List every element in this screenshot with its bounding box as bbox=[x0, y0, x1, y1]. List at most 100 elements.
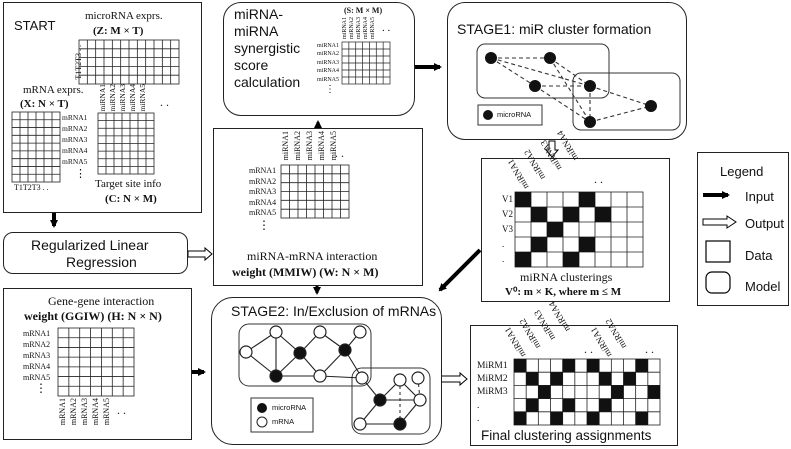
final-row-label: MiRM1 bbox=[477, 361, 508, 371]
stage2-mrna-node bbox=[313, 325, 327, 339]
target-site-dim: (C: N × M) bbox=[105, 193, 157, 205]
mmiw-row-vdots: ⋮ bbox=[258, 218, 270, 232]
synergy-row-label: miRNA3 bbox=[317, 59, 340, 66]
target-row-label: mRNA3 bbox=[62, 135, 88, 144]
stage1-node bbox=[485, 52, 497, 64]
filled-cell bbox=[635, 411, 648, 425]
regression-line2: Regression bbox=[66, 254, 137, 270]
stage1-cluster-a bbox=[476, 43, 610, 99]
stage2-mrna-node bbox=[393, 373, 407, 387]
mmiw-row-label: mRNA1 bbox=[249, 166, 277, 175]
filled-cell bbox=[526, 372, 539, 386]
filled-cell bbox=[562, 398, 575, 412]
filled-cell bbox=[514, 411, 527, 425]
legend-model-label: Model bbox=[745, 279, 781, 294]
target-row-labels: mRNA1 mRNA2 mRNA3 mRNA4 mRNA5 bbox=[62, 112, 87, 167]
stage1-node bbox=[529, 80, 541, 92]
arrow-clusterings-to-stage2 bbox=[438, 248, 482, 292]
ggiw-row-labels: mRNA1 mRNA2 mRNA3 mRNA4 mRNA5 bbox=[23, 328, 50, 383]
regression-line1: Regularized Linear bbox=[31, 237, 149, 253]
filled-cell bbox=[611, 385, 624, 399]
final-caption: Final clustering assignments bbox=[481, 428, 652, 443]
stage2-mirna-node bbox=[373, 393, 387, 407]
filled-cell bbox=[647, 385, 660, 399]
start-title: START bbox=[14, 18, 56, 33]
clusterings-line2: V⁰: m × K, where m ≤ M bbox=[505, 286, 622, 298]
clusterings-row-label: V2 bbox=[502, 209, 513, 219]
stage2-mrna-node bbox=[313, 369, 327, 383]
clusterings-row-label: V3 bbox=[502, 224, 513, 234]
mrna-time-labels: T1T2T3 . . bbox=[14, 183, 49, 192]
stage2-mirna-node bbox=[393, 417, 407, 431]
ggiw-title-line1: Gene-gene interaction bbox=[48, 294, 155, 308]
legend-output-label: Output bbox=[745, 216, 785, 231]
mmiw-row-label: mRNA4 bbox=[249, 197, 277, 207]
output-arrow-regression-to-mmiw bbox=[187, 246, 213, 262]
filled-cell bbox=[579, 192, 595, 207]
synergy-line1: miRNA- bbox=[234, 6, 283, 22]
synergy-row-label: miRNA5 bbox=[317, 76, 340, 83]
synergy-line5: calculation bbox=[234, 74, 301, 90]
clusterings-line1: miRNA clusterings bbox=[520, 270, 613, 284]
filled-cell bbox=[623, 372, 636, 386]
filled-cell bbox=[635, 359, 648, 373]
ggiw-box: Gene-gene interaction weight (GGIW) (H: … bbox=[3, 288, 192, 440]
clusterings-row-labels: V1 V2 V3 . . bbox=[502, 192, 513, 267]
filled-cell bbox=[599, 398, 612, 412]
target-row-label: mRNA4 bbox=[62, 146, 88, 155]
legend-input-label: Input bbox=[745, 189, 774, 204]
stage2-legend-mirna-node bbox=[257, 403, 267, 413]
ggiw-col-dots: . . bbox=[117, 403, 126, 417]
final-row-label: MiRM3 bbox=[477, 387, 508, 398]
stage2-mrna-node bbox=[413, 393, 427, 407]
final-row-label: . bbox=[477, 413, 480, 424]
final-col-dots-b: . . bbox=[645, 342, 654, 356]
stage2-mirna-node bbox=[269, 369, 283, 383]
legend-data-label: Data bbox=[745, 248, 773, 263]
mrna-expr-dim: (X: N × T) bbox=[20, 98, 69, 110]
synergy-row-label: miRNA2 bbox=[317, 51, 340, 58]
clusterings-row-label: V1 bbox=[502, 194, 513, 204]
stage2-mrna-node bbox=[411, 371, 425, 385]
stage1-node bbox=[584, 80, 596, 92]
mmiw-line2: weight (MMIW) (W: N × M) bbox=[232, 265, 379, 279]
synergy-row-label: miRNA1 bbox=[317, 43, 340, 49]
synergy-line3: synergistic bbox=[234, 40, 301, 56]
stage1-legend-label: microRNA bbox=[497, 110, 532, 119]
synergy-line2: miRNA bbox=[234, 23, 279, 39]
micro-expr-title: microRNA exprs. bbox=[85, 10, 163, 22]
stage1-legend-node bbox=[483, 110, 493, 120]
filled-cell bbox=[563, 207, 579, 222]
filled-cell bbox=[563, 252, 579, 267]
stage2-mrna-node bbox=[355, 371, 369, 385]
legend-model-symbol bbox=[705, 271, 731, 294]
ggiw-row-label: mRNA2 bbox=[23, 340, 51, 349]
stage2-legend-mirna-label: microRNA bbox=[272, 403, 307, 412]
legend-output-arrow bbox=[702, 215, 737, 229]
mmiw-row-label: mRNA2 bbox=[249, 176, 277, 186]
synergy-row-labels: miRNA1 miRNA2 miRNA3 miRNA4 miRNA5 bbox=[317, 42, 339, 84]
ggiw-row-vdots: ⋮ bbox=[35, 381, 47, 395]
target-row-vdots: ⋮ bbox=[75, 168, 86, 180]
filled-cell bbox=[595, 207, 611, 222]
ggiw-row-label: mRNA4 bbox=[23, 362, 51, 371]
filled-cell bbox=[514, 359, 527, 373]
filled-cell bbox=[515, 252, 531, 267]
legend-box: Legend Input Output Data Model bbox=[697, 152, 789, 306]
synergy-row-label: miRNA4 bbox=[317, 68, 340, 75]
final-row-label: . bbox=[477, 400, 480, 411]
ggiw-row-label: mRNA3 bbox=[23, 351, 51, 360]
stage2-legend-mrna-node bbox=[256, 416, 268, 428]
stage2-mirna-node bbox=[293, 346, 307, 360]
synergy-line4: score bbox=[234, 57, 269, 73]
stage2-mrna-node bbox=[353, 417, 367, 431]
clusterings-row-label: . bbox=[502, 239, 505, 249]
mmiw-row-label: mRNA3 bbox=[249, 187, 277, 197]
target-row-label: mRNA2 bbox=[62, 124, 88, 133]
stage1-cluster-b bbox=[572, 72, 681, 131]
